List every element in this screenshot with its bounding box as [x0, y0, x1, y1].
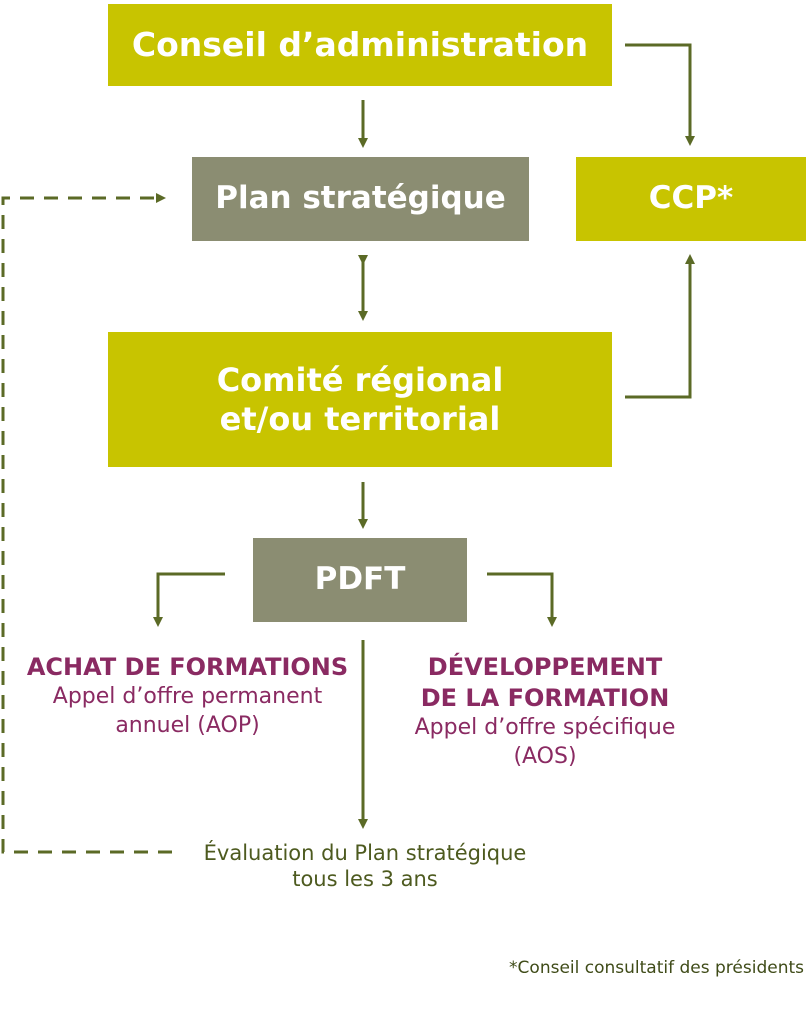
ccp-box: CCP* — [576, 157, 806, 241]
pdft-box: PDFT — [253, 538, 467, 622]
achat-formations-line2: annuel (AOP) — [115, 712, 260, 738]
arrow-comite-to-ccp — [625, 254, 695, 399]
arrow-pdft-to-achat — [153, 572, 225, 627]
plan-strategique-label: Plan stratégique — [215, 180, 506, 217]
evaluation-line1: Évaluation du Plan stratégique — [203, 841, 527, 865]
developpement-title-line1: DÉVELOPPEMENT — [427, 653, 663, 681]
achat-formations-line1: Appel d’offre permanent — [52, 684, 323, 710]
achat-formations-block: ACHAT DE FORMATIONS Appel d’offre perman… — [20, 652, 355, 740]
arrow-pdft-to-developpement — [487, 572, 557, 627]
evaluation-text: Évaluation du Plan stratégique tous les … — [180, 840, 550, 893]
arrow-conseil-to-ccp — [625, 43, 695, 146]
evaluation-line2: tous les 3 ans — [292, 867, 438, 892]
developpement-line1: Appel d’offre spécifique — [414, 715, 676, 741]
comite-regional-label: Comité régional et/ou territorial — [216, 361, 504, 438]
plan-strategique-box: Plan stratégique — [192, 157, 529, 241]
conseil-administration-label: Conseil d’administration — [131, 25, 589, 65]
arrow-evaluation-feedback — [1, 193, 172, 854]
developpement-title-line2: DE LA FORMATION — [420, 684, 670, 713]
pdft-label: PDFT — [314, 561, 406, 598]
developpement-line2: (AOS) — [513, 743, 577, 769]
achat-formations-title: ACHAT DE FORMATIONS — [26, 653, 349, 681]
comite-regional-box: Comité régional et/ou territorial — [108, 332, 612, 467]
footnote: *Conseil consultatif des présidents — [509, 958, 804, 978]
developpement-formation-block: DÉVELOPPEMENT DE LA FORMATION Appel d’of… — [395, 652, 695, 772]
conseil-administration-box: Conseil d’administration — [108, 4, 612, 86]
ccp-label: CCP* — [648, 180, 734, 217]
